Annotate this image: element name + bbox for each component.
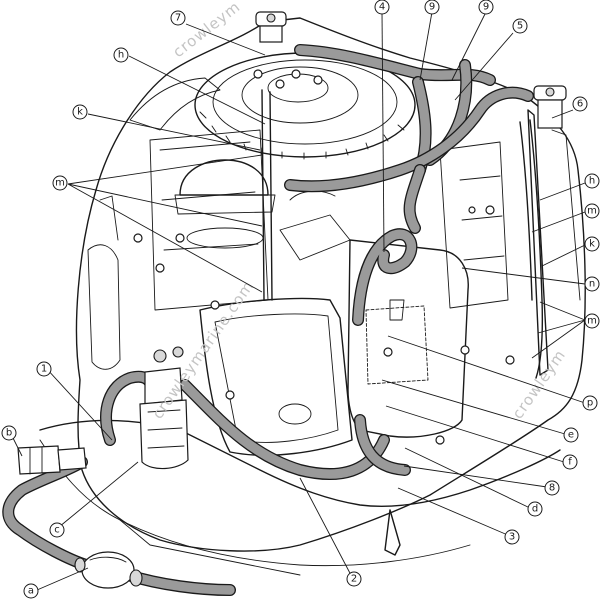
callout-h-right: h [584,173,600,189]
callout-1: 1 [36,361,52,377]
svg-text:h: h [118,50,124,61]
svg-text:p: p [587,398,593,409]
svg-text:8: 8 [549,483,555,494]
primer-bulb-line [2,445,236,596]
callout-k-right: k [584,236,600,252]
svg-text:d: d [532,504,538,515]
callout-f: f [562,454,578,470]
svg-text:3: 3 [509,532,515,543]
callout-k-left: k [72,104,88,120]
svg-text:5: 5 [517,21,523,32]
callout-7: 7 [170,10,186,26]
svg-text:m: m [587,316,597,327]
fuel-hoses [100,44,544,481]
callout-h-left: h [113,47,129,63]
svg-text:f: f [568,457,572,468]
svg-text:a: a [28,586,34,597]
svg-text:1: 1 [41,364,47,375]
callout-a: a [23,583,39,599]
filler-cap-right [533,85,567,129]
callout-n: n [584,276,600,292]
svg-text:b: b [6,428,12,439]
fuel-filter [139,346,189,470]
engine-body [39,11,586,576]
svg-text:c: c [54,525,60,536]
callout-e: e [563,427,579,443]
callout-6: 6 [572,96,588,112]
callout-8: 8 [544,480,560,496]
callout-9-left: 9 [424,0,440,15]
svg-text:7: 7 [175,13,181,24]
svg-text:n: n [589,279,595,290]
svg-text:6: 6 [577,99,583,110]
callout-b: b [1,425,17,441]
filler-cap-left [255,11,287,43]
svg-text:k: k [77,107,83,118]
callout-c: c [49,522,65,538]
svg-text:m: m [587,206,597,217]
svg-text:e: e [568,430,574,441]
callout-3: 3 [504,529,520,545]
svg-text:h: h [589,176,595,187]
svg-text:m: m [55,178,65,189]
callout-2: 2 [346,571,362,587]
callout-5: 5 [512,18,528,34]
callout-p: p [582,395,598,411]
callout-9-right: 9 [478,0,494,15]
callout-m-right-lower: m [584,313,600,329]
svg-text:2: 2 [351,574,357,585]
svg-text:9: 9 [429,2,435,13]
svg-text:9: 9 [483,2,489,13]
leader-lines [9,11,586,591]
callout-d: d [527,501,543,517]
callout-m-left: m [52,175,68,191]
svg-text:4: 4 [379,2,385,13]
svg-text:k: k [589,239,595,250]
callout-4: 4 [374,0,390,15]
callout-m-right-upper: m [584,203,600,219]
